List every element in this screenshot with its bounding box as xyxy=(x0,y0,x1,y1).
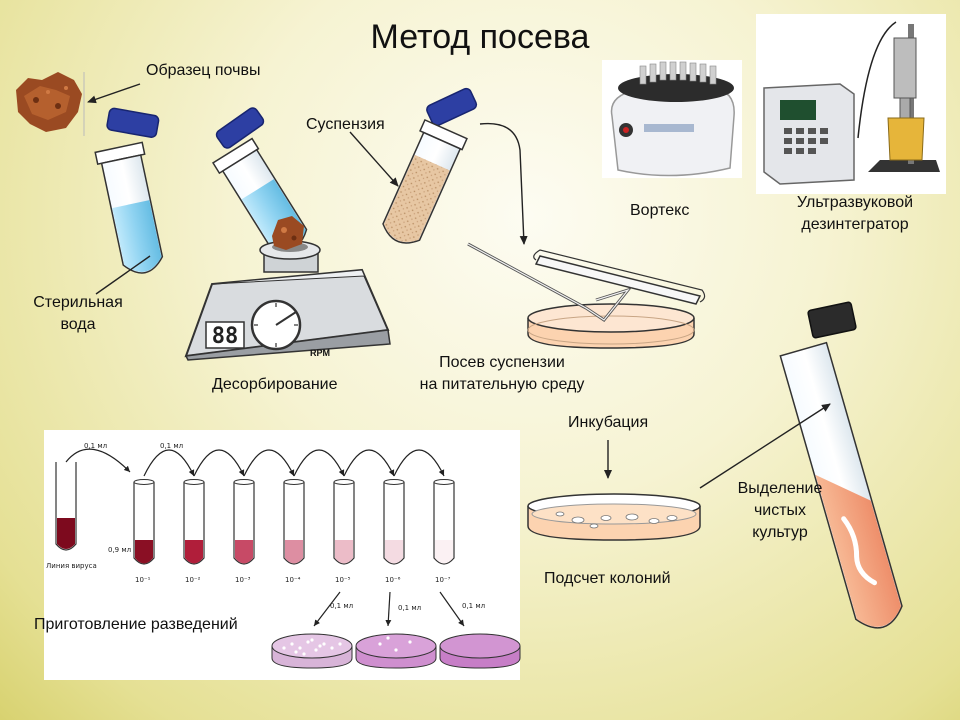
plating-label: Посев суспензии на питательную среду xyxy=(419,354,585,393)
dilution-tube xyxy=(233,479,255,565)
colony-count-label: Подсчет колоний xyxy=(544,570,671,587)
device-display: 88 xyxy=(212,324,239,349)
dilution-tube xyxy=(133,479,155,565)
plating-arrow xyxy=(479,122,528,245)
ultrasonic-label: Ультразвуковой дезинтегратор xyxy=(796,194,914,233)
dilution-factor-label: 10⁻⁶ xyxy=(385,576,401,584)
diluent-volume-label: 0,9 мл xyxy=(108,546,131,554)
cap-icon xyxy=(807,301,857,339)
suspension-arrow xyxy=(349,131,399,187)
suspension-label: Суспензия xyxy=(306,116,385,133)
desorption-label: Десорбирование xyxy=(212,376,338,393)
dilution-tube xyxy=(333,479,355,565)
desorption-device-icon: 88 RPM xyxy=(184,240,391,361)
dilution-factor-label: 10⁻⁷ xyxy=(435,576,451,584)
water-label-line xyxy=(95,255,151,295)
plating-arrows xyxy=(313,591,465,627)
isolation-arrow xyxy=(699,403,831,489)
dilutions-label: Приготовление разведений xyxy=(34,616,238,633)
plaque-dish-3 xyxy=(439,633,521,669)
dilution-factor-label: 10⁻⁵ xyxy=(335,576,351,584)
dilution-tubes-group: 10⁻¹ 10⁻² 10⁻³ 10⁻⁴ 10⁻⁵ 10⁻⁶ 10⁻⁷ xyxy=(133,449,455,584)
stock-volume-label: 0,1 мл xyxy=(84,442,107,450)
virus-line-label: Линия вируса xyxy=(46,562,97,570)
dilution-factor-label: 10⁻⁴ xyxy=(285,576,301,584)
suspension-tube xyxy=(382,118,468,244)
serial-transfer-arrow xyxy=(143,449,195,477)
ultrasonic-icon xyxy=(763,21,940,185)
dilution-tube xyxy=(383,479,405,565)
cap-icon xyxy=(106,107,160,138)
isolation-label: Выделение чистых культур xyxy=(737,480,823,541)
soil-sample-icon xyxy=(16,72,82,132)
plate-volume-label: 0,1 мл xyxy=(398,604,421,612)
plaque-dish-1 xyxy=(271,633,353,669)
soil-sample-label: Образец почвы xyxy=(146,62,261,79)
virus-stock-tube xyxy=(55,462,77,551)
serial-transfer-arrow xyxy=(293,449,345,477)
rpm-label: RPM xyxy=(310,348,330,358)
serial-transfer-arrow xyxy=(193,449,245,477)
cap-icon xyxy=(426,87,478,127)
dilution-tube xyxy=(433,479,455,565)
sterile-water-tube xyxy=(94,141,164,274)
soil-arrow xyxy=(87,83,141,104)
colony-dish-icon xyxy=(527,493,701,541)
soil-in-tube-icon xyxy=(272,216,304,250)
dilution-factor-label: 10⁻² xyxy=(185,576,201,584)
sterile-water-label: Стерильная вода xyxy=(33,294,123,333)
serial-transfer-arrow xyxy=(393,449,445,477)
serial-transfer-arrow xyxy=(243,449,295,477)
vortex-icon xyxy=(610,61,735,177)
dilution-factor-label: 10⁻³ xyxy=(235,576,251,584)
petri-dish-icon xyxy=(467,242,706,349)
plate-volume-label: 0,1 мл xyxy=(330,602,353,610)
dilution-tube xyxy=(283,479,305,565)
plaque-dish-2 xyxy=(355,633,437,669)
transfer-arrow xyxy=(65,448,131,473)
vortex-label: Вортекс xyxy=(630,202,690,219)
transfer-volume-label: 0,1 мл xyxy=(160,442,183,450)
dilution-tube xyxy=(183,479,205,565)
page-title: Метод посева xyxy=(370,18,590,56)
slant-culture-tube xyxy=(779,341,903,629)
incubation-label: Инкубация xyxy=(568,414,649,431)
plate-volume-label: 0,1 мл xyxy=(462,602,485,610)
dilution-factor-label: 10⁻¹ xyxy=(135,576,151,584)
serial-transfer-arrow xyxy=(343,449,395,477)
cap-icon xyxy=(215,107,265,149)
